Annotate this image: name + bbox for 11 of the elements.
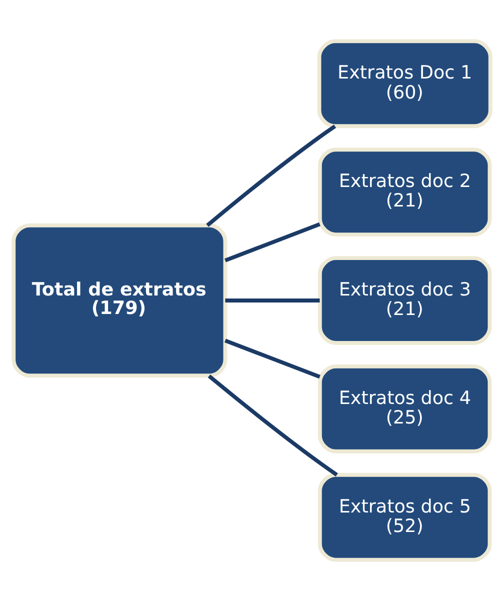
node-box: Extratos doc 2 (21)	[318, 147, 492, 236]
node-box: Extratos doc 5 (52)	[318, 472, 492, 562]
connector	[225, 298, 320, 302]
connector	[224, 338, 320, 378]
node-box: Extratos doc 4 (25)	[318, 364, 492, 453]
connector	[224, 222, 320, 262]
node-box: Total de extratos (179)	[12, 222, 228, 378]
connector	[208, 374, 338, 476]
node-box: Extratos doc 3 (21)	[318, 256, 492, 344]
node-box: Extratos Doc 1 (60)	[317, 38, 492, 128]
connector	[206, 124, 336, 226]
